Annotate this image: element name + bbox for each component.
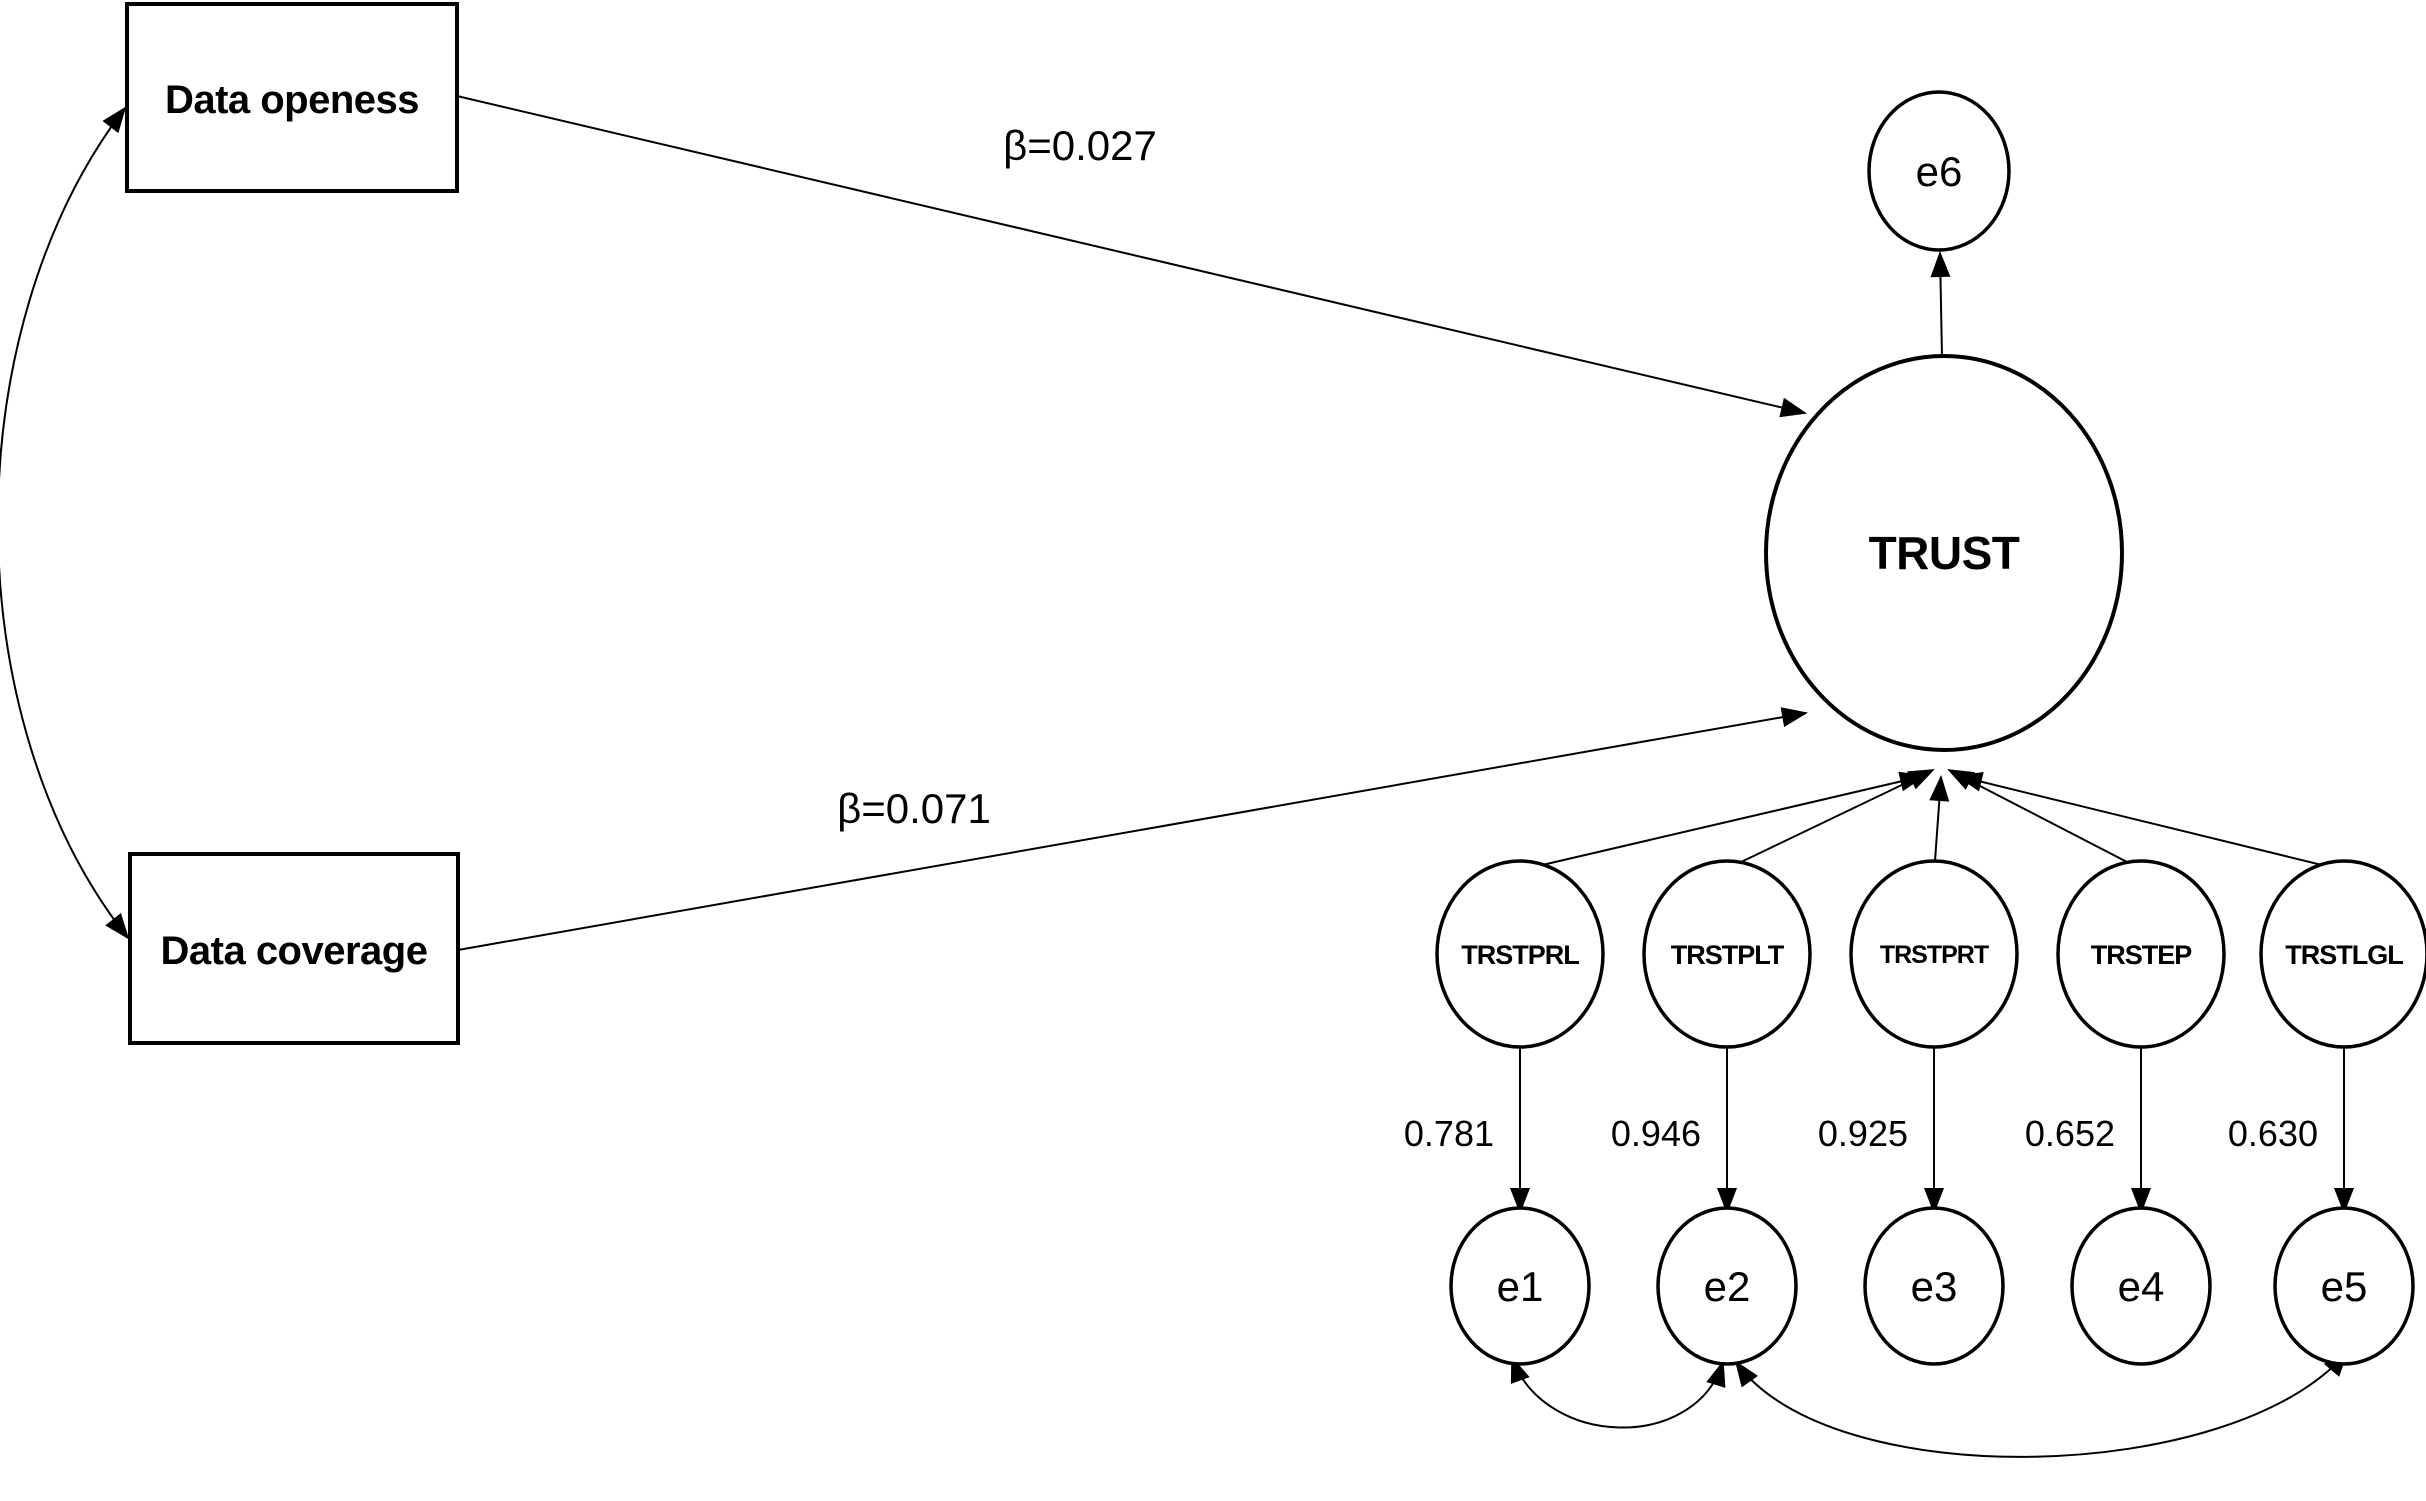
e4-label: e4 — [2118, 1263, 2165, 1310]
e6-label: e6 — [1916, 148, 1963, 195]
e3-label: e3 — [1911, 1263, 1958, 1310]
trstprt-label: TRSTPRT — [1880, 941, 1989, 969]
error-node-e3: e3 — [1863, 1206, 2005, 1366]
trstplt-ellipse — [1642, 859, 1812, 1049]
e6-circle — [1867, 90, 2011, 252]
error-node-e5: e5 — [2273, 1206, 2415, 1366]
data-coverage-label: Data coverage — [161, 929, 428, 973]
error-node-e1: e1 — [1449, 1206, 1591, 1366]
trstplt-label: TRSTPLT — [1671, 940, 1785, 970]
covariance-arc-openess-coverage — [0, 106, 130, 940]
error-node-e6: e6 — [1867, 90, 2011, 252]
e2-label: e2 — [1704, 1263, 1751, 1310]
data-openess-box — [125, 2, 459, 193]
exogenous-node-data-coverage: Data coverage — [128, 852, 460, 1045]
loading-trstprt-value: 0.925 — [1818, 1113, 1908, 1154]
loading-trstlgl-value: 0.630 — [2228, 1113, 2318, 1154]
error-node-e4: e4 — [2070, 1206, 2212, 1366]
covariance-arc-e2-e5 — [1734, 1350, 2349, 1458]
arrow-trstprl-to-trust — [1537, 771, 1926, 867]
arrow-trstlgl-to-trust — [1956, 771, 2327, 867]
loading-trstprl-value: 0.781 — [1404, 1113, 1494, 1154]
indicator-node-trstep: TRSTEP — [2056, 859, 2226, 1049]
covariance-arc-e1-e2 — [1510, 1356, 1726, 1429]
e5-circle — [2273, 1206, 2415, 1366]
beta-openess-label: β=0.027 — [1003, 122, 1157, 169]
e1-circle — [1449, 1206, 1591, 1366]
beta-coverage-label: β=0.071 — [837, 785, 991, 832]
trstprt-ellipse — [1849, 859, 2019, 1049]
arrow-trstplt-to-trust — [1738, 769, 1935, 864]
trstlgl-label: TRSTLGL — [2285, 940, 2403, 970]
trstep-ellipse — [2056, 859, 2226, 1049]
path-arrow-openess-to-trust — [456, 95, 1807, 418]
loading-trstep-value: 0.652 — [2025, 1113, 2115, 1154]
exogenous-node-data-openess: Data openess — [125, 2, 459, 193]
arrow-trust-to-e6 — [1930, 251, 1951, 357]
e1-label: e1 — [1497, 1263, 1544, 1310]
indicator-node-trstlgl: TRSTLGL — [2259, 859, 2426, 1049]
e5-label: e5 — [2321, 1263, 2368, 1310]
arrow-trstprt-to-trust — [1929, 775, 1950, 862]
trstprl-ellipse — [1435, 859, 1605, 1049]
path-arrow-coverage-to-trust — [457, 707, 1808, 951]
e2-circle — [1656, 1206, 1798, 1366]
data-coverage-box — [128, 852, 460, 1045]
error-node-e2: e2 — [1656, 1206, 1798, 1366]
trstlgl-ellipse — [2259, 859, 2426, 1049]
indicator-node-trstprl: TRSTPRL — [1435, 859, 1605, 1049]
loading-trstplt-value: 0.946 — [1611, 1113, 1701, 1154]
trust-label: TRUST — [1869, 527, 2020, 579]
indicator-node-trstplt: TRSTPLT — [1642, 859, 1812, 1049]
data-openess-label: Data openess — [165, 78, 419, 122]
arrow-trstep-to-trust — [1947, 769, 2130, 864]
trust-ellipse — [1764, 354, 2124, 752]
e3-circle — [1863, 1206, 2005, 1366]
latent-node-trust: TRUST — [1764, 354, 2124, 752]
e4-circle — [2070, 1206, 2212, 1366]
trstprl-label: TRSTPRL — [1461, 940, 1579, 970]
indicator-node-trstprt: TRSTPRT — [1849, 859, 2019, 1049]
trstep-label: TRSTEP — [2091, 940, 2193, 970]
